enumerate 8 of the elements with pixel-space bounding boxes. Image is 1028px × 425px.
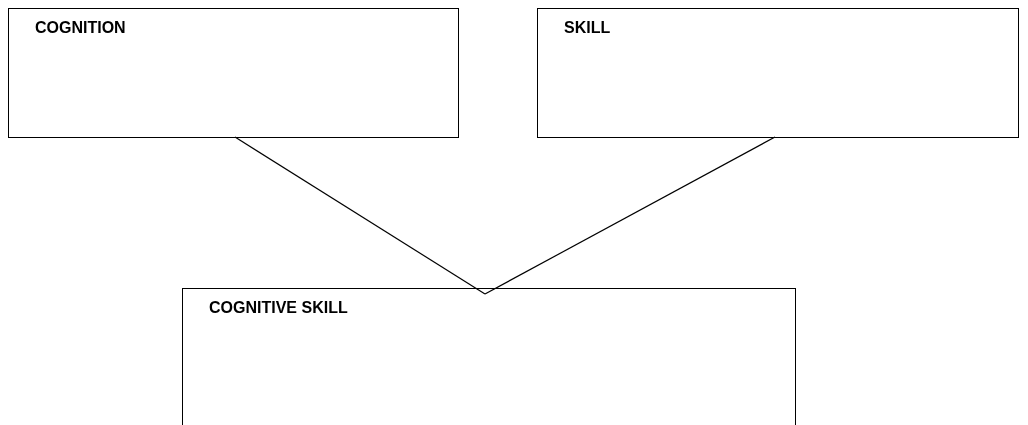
- text-box: [182, 288, 796, 425]
- connector-line: [234, 136, 486, 295]
- text-box: [8, 8, 459, 138]
- box-title: SKILL: [564, 19, 611, 37]
- text-box: [537, 8, 1019, 138]
- box-title: COGNITION: [35, 19, 126, 37]
- connector-line: [484, 136, 776, 295]
- box-title: COGNITIVE SKILL: [209, 299, 348, 317]
